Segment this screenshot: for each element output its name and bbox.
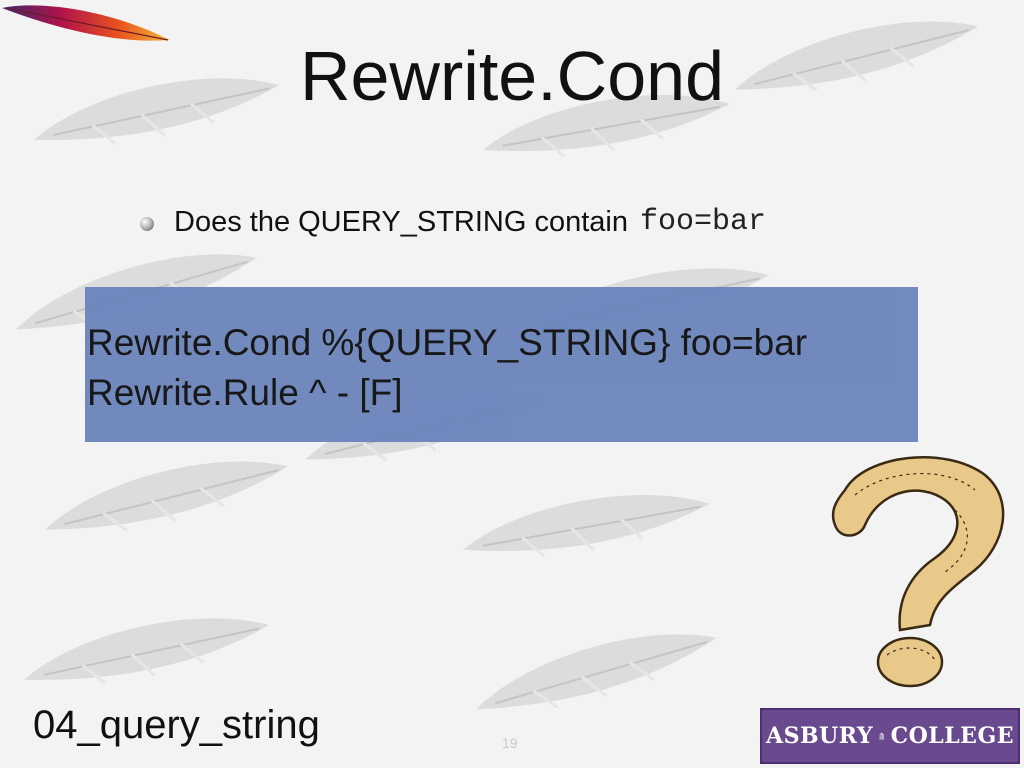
code-line: Rewrite.Cond %{QUERY_STRING} foo=bar (87, 322, 808, 363)
logo-right-word: COLLEGE (890, 723, 1014, 749)
code-block: Rewrite.Cond %{QUERY_STRING} foo=bar Rew… (85, 287, 918, 442)
question-mark-icon (831, 456, 1005, 688)
code-line: Rewrite.Rule ^ - [F] (87, 372, 403, 413)
building-pillars-icon (879, 732, 885, 740)
page-number: 19 (502, 735, 518, 751)
bullet-code: foo=bar (640, 205, 767, 239)
bullet-item: Does the QUERY_STRING contain foo=bar (140, 200, 766, 244)
logo-left-word: ASBURY (766, 723, 874, 749)
footer-label: 04_query_string (33, 703, 320, 747)
bullet-icon (140, 217, 154, 231)
bullet-text: Does the QUERY_STRING contain (174, 205, 628, 238)
apache-feather-icon (2, 5, 170, 41)
college-logo: ASBURY COLLEGE (760, 708, 1020, 764)
slide-title: Rewrite.Cond (299, 37, 725, 115)
